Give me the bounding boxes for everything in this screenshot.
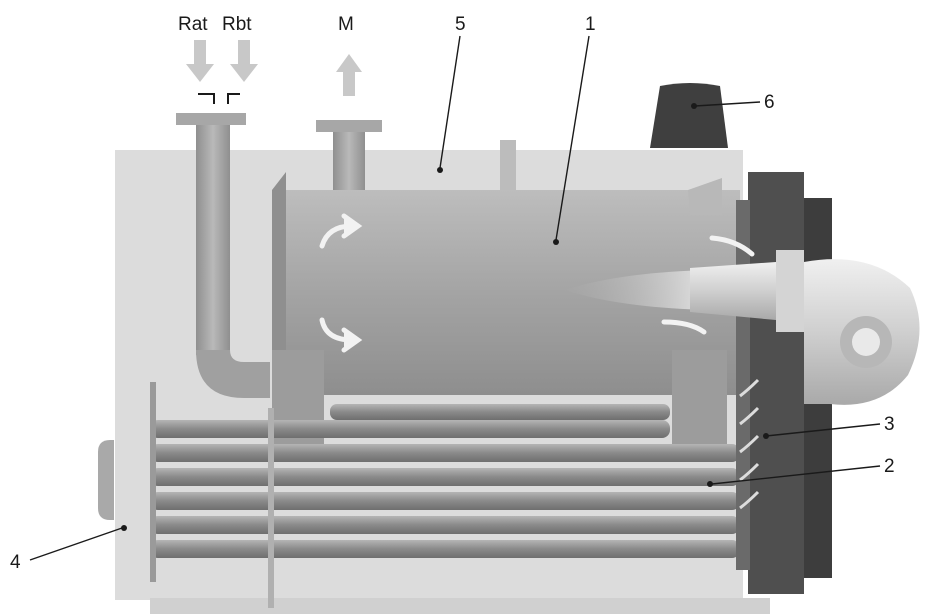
supply-pipe [316, 120, 382, 194]
m-arrow-icon [336, 54, 362, 96]
flow-arrows-chamber [319, 213, 755, 353]
top-stub [500, 140, 516, 192]
callout-4-label: 4 [10, 552, 21, 573]
label-rat: Rat [178, 14, 208, 35]
leader-dots [121, 103, 769, 531]
callout-2-label: 2 [884, 456, 895, 477]
label-rbt: Rbt [222, 14, 252, 35]
leader-lines [29, 35, 881, 561]
callout-1-label: 1 [585, 14, 596, 35]
burner-flame [565, 270, 712, 310]
flow-arrows-tubes [115, 378, 760, 552]
burner-assembly [690, 250, 920, 405]
callout-6-label: 6 [764, 92, 775, 113]
fire-tube-bank [150, 404, 740, 608]
callout-3-label: 3 [884, 414, 895, 435]
label-m: M [338, 14, 354, 35]
callout-5-label: 5 [455, 14, 466, 35]
rbt-arrow-icon [230, 40, 258, 82]
rat-rbt-bracket [198, 93, 240, 104]
rear-smoke-box [98, 382, 156, 582]
return-pipe [176, 113, 270, 398]
control-panel [650, 83, 728, 148]
rat-arrow-icon [186, 40, 214, 82]
boiler-base [150, 598, 770, 614]
